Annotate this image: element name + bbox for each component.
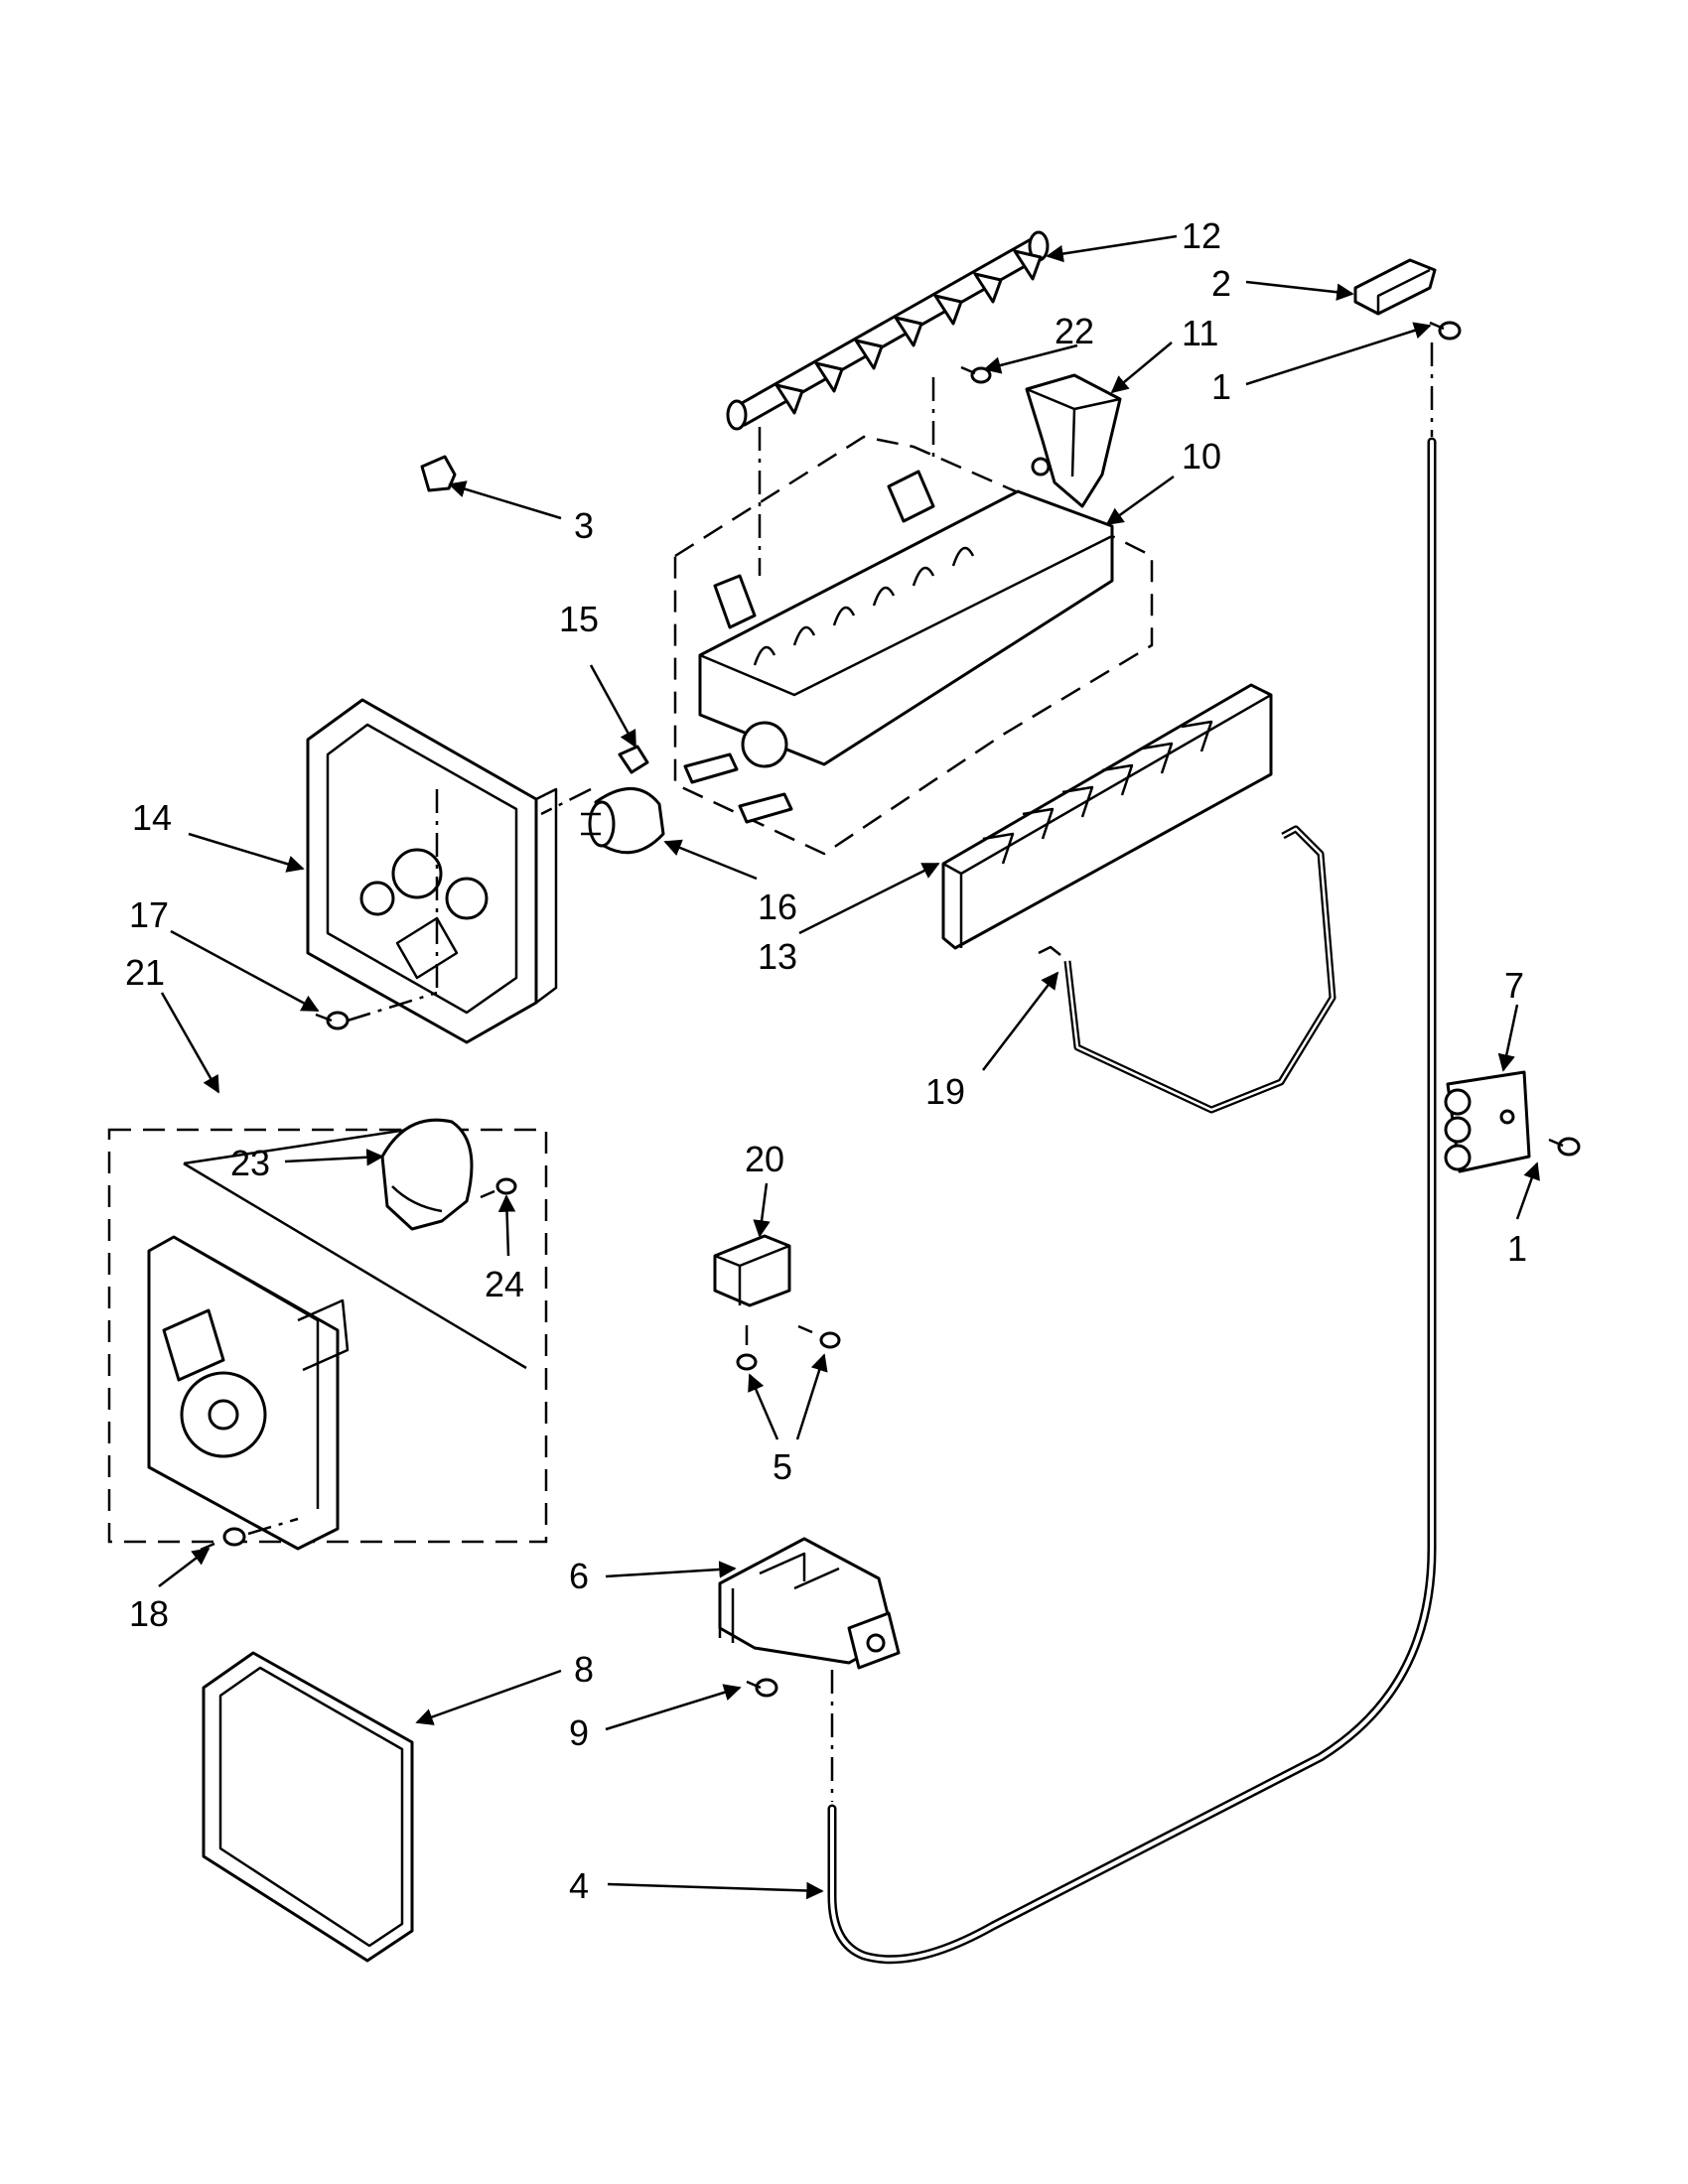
callout-24: 24 [485,1264,524,1304]
callout-3: 3 [574,505,594,546]
screw-part-18 [200,1527,246,1552]
cover-part-8 [202,1651,414,1963]
callout-19: 19 [925,1071,965,1112]
callout-5: 5 [773,1446,792,1487]
callout-11: 11 [1182,313,1218,353]
mold-part-10 [673,435,1154,856]
thermostat-part-16 [581,787,665,855]
callout-14: 14 [132,797,172,838]
callout-9: 9 [569,1712,589,1753]
screws-part-5 [736,1324,841,1371]
callout-16: 16 [758,887,797,927]
motor-part-23 [380,1118,474,1231]
callout-6: 6 [569,1556,589,1596]
fill-cup-part-11 [1025,373,1122,508]
module-housing-part-14 [306,698,558,1044]
screw-part-9 [746,1678,778,1698]
callout-17: 17 [129,894,169,935]
callout-21: 21 [125,952,165,993]
shutoff-arm-part-19 [1038,825,1336,1114]
callout-20: 20 [745,1139,784,1179]
callout-22: 22 [1055,311,1094,351]
callout-1-lower: 1 [1507,1228,1527,1269]
callout-8: 8 [574,1649,594,1690]
screw-part-1-lower [1548,1137,1581,1157]
clip-part-15 [618,745,649,774]
callout-4: 4 [569,1865,589,1906]
callout-2: 2 [1211,263,1231,304]
screw-part-1-top [1429,321,1462,341]
module-kit-part-21 [107,1125,548,1551]
water-tube-part-4 [827,437,1437,1965]
callout-labels: 12 2 22 11 1 3 10 15 14 16 13 17 21 19 7… [125,215,1527,1906]
callout-13: 13 [758,936,797,977]
tube-clamp-part-7 [1444,1070,1531,1173]
screw-part-17 [315,1011,350,1030]
callout-23: 23 [230,1143,270,1183]
leader-lines [158,234,1540,1900]
stripper-part-13 [941,683,1273,950]
screw-part-24 [480,1177,517,1199]
callout-12: 12 [1182,215,1221,256]
tube-clip-part-2 [1353,258,1437,316]
water-valve-part-6 [718,1537,901,1670]
alignment-lines [247,342,1434,1802]
callout-7: 7 [1504,965,1524,1006]
callout-1-top: 1 [1211,366,1231,407]
ejector-shaft-part-12 [726,230,1050,431]
callout-10: 10 [1182,436,1221,477]
bracket-part-20 [713,1234,791,1307]
callout-18: 18 [129,1593,169,1634]
callout-15: 15 [559,599,599,639]
